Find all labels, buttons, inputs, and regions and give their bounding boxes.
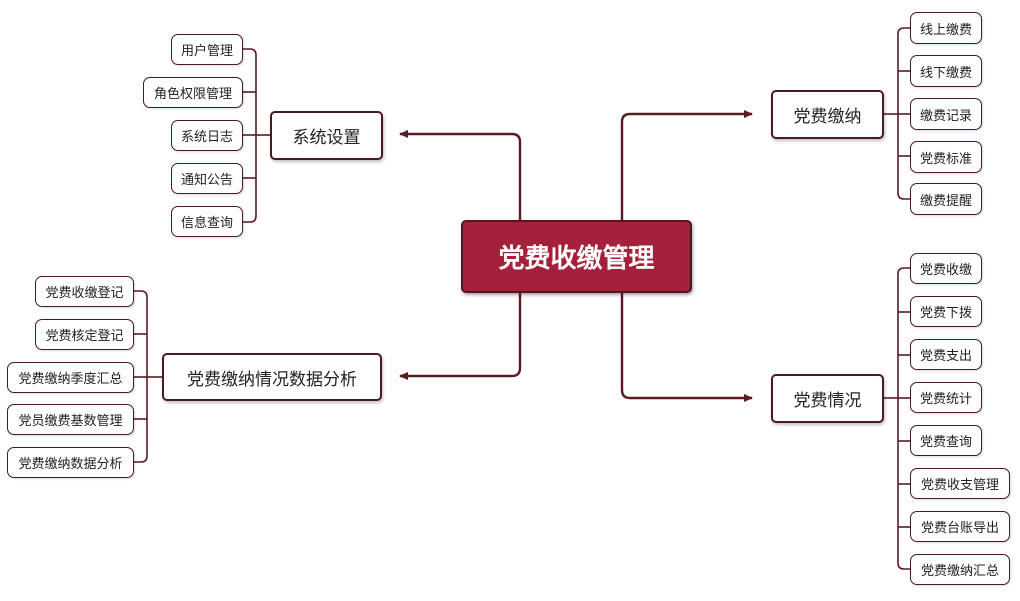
connector-payment — [620, 110, 753, 220]
leaf-payment-reminder[interactable]: 缴费提醒 — [910, 183, 982, 215]
leaf-fee-query[interactable]: 党费查询 — [910, 425, 982, 456]
branch-data-analysis[interactable]: 党费缴纳情况数据分析 — [162, 353, 382, 401]
branch-status[interactable]: 党费情况 — [771, 374, 884, 423]
leaf-fee-assessment-register[interactable]: 党费核定登记 — [35, 319, 134, 350]
connector-data-analysis — [399, 293, 522, 380]
center-node[interactable]: 党费收缴管理 — [461, 220, 692, 293]
leaf-fee-statistics[interactable]: 党费统计 — [910, 382, 982, 413]
leaf-fee-collection-register[interactable]: 党费收缴登记 — [35, 276, 134, 307]
leaf-role-permissions[interactable]: 角色权限管理 — [143, 77, 243, 108]
leaf-fee-collection[interactable]: 党费收缴 — [910, 253, 982, 284]
connector-status — [620, 293, 753, 402]
leaf-payment-summary[interactable]: 党费缴纳汇总 — [910, 554, 1010, 585]
leaf-fee-allocation[interactable]: 党费下拨 — [910, 296, 982, 327]
leaf-base-management[interactable]: 党员缴费基数管理 — [7, 404, 134, 435]
leaf-fee-standard[interactable]: 党费标准 — [910, 141, 982, 173]
leaf-payment-data-analysis[interactable]: 党费缴纳数据分析 — [7, 447, 134, 478]
branch-system-settings[interactable]: 系统设置 — [270, 111, 383, 160]
leaf-income-expense-management[interactable]: 党费收支管理 — [910, 468, 1010, 499]
leaf-offline-payment[interactable]: 线下缴费 — [910, 55, 982, 87]
bracket-status — [897, 267, 910, 570]
leaf-info-query[interactable]: 信息查询 — [171, 206, 243, 237]
leaf-quarterly-summary[interactable]: 党费缴纳季度汇总 — [7, 362, 134, 393]
leaf-fee-expenditure[interactable]: 党费支出 — [910, 339, 982, 370]
leaf-online-payment[interactable]: 线上缴费 — [910, 12, 982, 44]
connector-system-settings — [399, 130, 522, 220]
branch-payment[interactable]: 党费缴纳 — [771, 90, 884, 139]
leaf-payment-records[interactable]: 缴费记录 — [910, 98, 982, 130]
leaf-user-management[interactable]: 用户管理 — [171, 34, 243, 65]
leaf-announcements[interactable]: 通知公告 — [171, 163, 243, 194]
leaf-system-log[interactable]: 系统日志 — [171, 120, 243, 151]
leaf-ledger-export[interactable]: 党费台账导出 — [910, 511, 1010, 542]
